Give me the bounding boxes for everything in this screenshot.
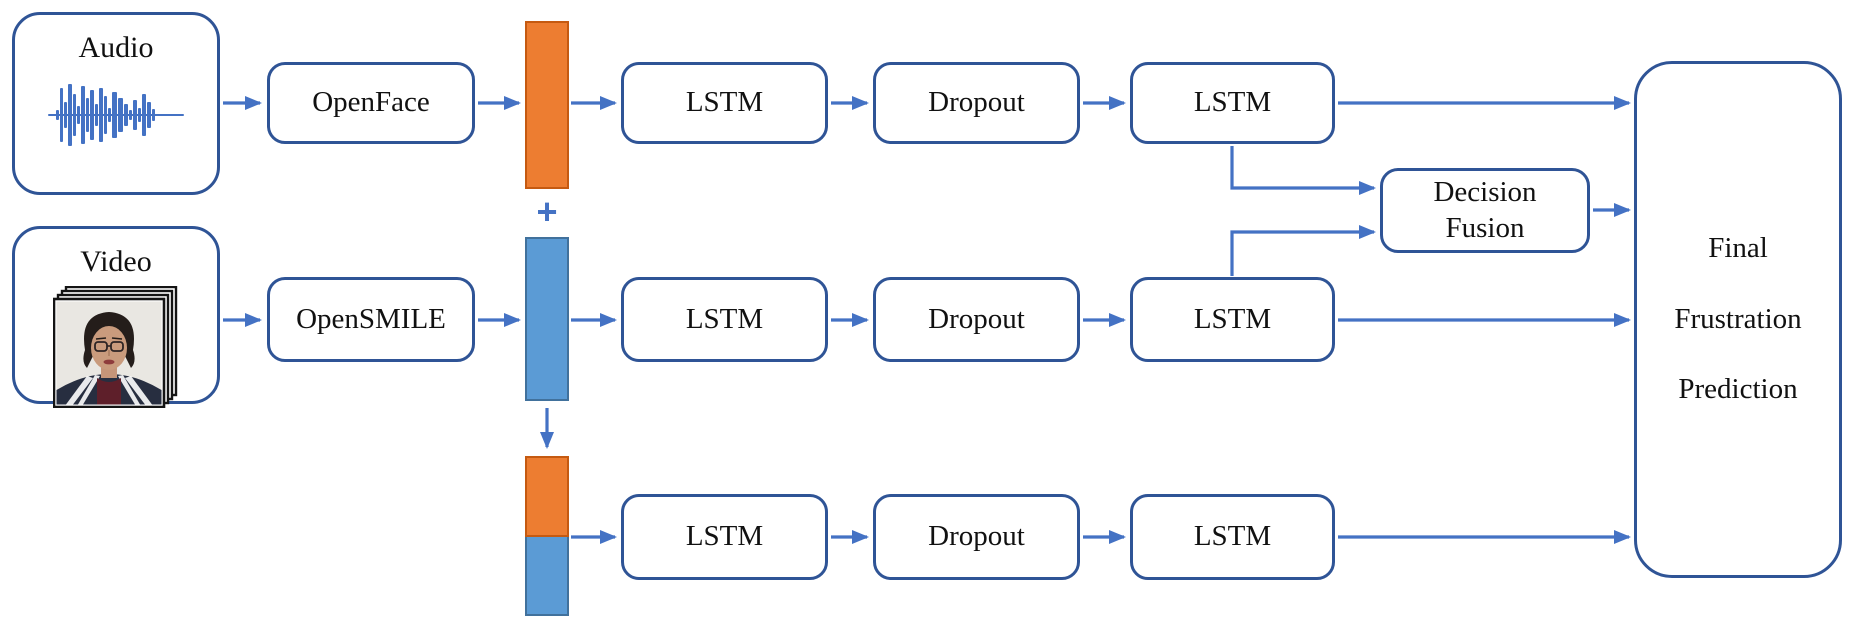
video-branch-lstm2-box: LSTM [1130, 277, 1335, 362]
video-input-box: Video [12, 226, 220, 408]
final-prediction-label-line3: Prediction [1678, 373, 1798, 406]
openface-box: OpenFace [267, 62, 475, 144]
opensmile-label: OpenSMILE [296, 302, 446, 335]
concatenated-bar-orange-segment [525, 456, 569, 537]
video-branch-dropout-label: Dropout [928, 302, 1025, 335]
concatenated-feature-bar [525, 456, 569, 616]
fusion-branch-lstm2-label: LSTM [1193, 520, 1272, 553]
decision-fusion-box: Decision Fusion [1380, 168, 1590, 253]
arrow-lstm-row1-to-decision-fusion [1230, 146, 1376, 195]
audio-branch-dropout-label: Dropout [928, 86, 1025, 119]
audio-branch-dropout-box: Dropout [873, 62, 1080, 144]
video-branch-lstm1-label: LSTM [685, 302, 764, 335]
audio-branch-lstm2-label: LSTM [1193, 86, 1272, 119]
final-prediction-label-line2: Frustration [1674, 302, 1802, 335]
openface-feature-bar [525, 21, 569, 189]
fusion-branch-dropout-box: Dropout [873, 494, 1080, 580]
audio-input-box: Audio [12, 12, 220, 195]
audio-branch-lstm1-label: LSTM [685, 86, 764, 119]
audio-waveform-icon [48, 76, 184, 159]
video-branch-dropout-box: Dropout [873, 277, 1080, 362]
video-branch-lstm1-box: LSTM [621, 277, 828, 362]
decision-fusion-label-line1: Decision [1433, 176, 1537, 209]
audio-branch-lstm1-box: LSTM [621, 62, 828, 144]
openface-label: OpenFace [312, 86, 430, 119]
concat-plus-operator: + [536, 191, 558, 232]
fusion-branch-dropout-label: Dropout [928, 520, 1025, 553]
final-prediction-label-line1: Final [1708, 232, 1768, 265]
audio-label: Audio [78, 31, 154, 64]
decision-fusion-label-line2: Fusion [1445, 211, 1525, 244]
opensmile-box: OpenSMILE [267, 277, 475, 362]
final-prediction-box: Final Frustration Prediction [1634, 61, 1842, 578]
video-branch-lstm2-label: LSTM [1193, 302, 1272, 335]
concatenated-bar-blue-segment [525, 537, 569, 616]
fusion-branch-lstm2-box: LSTM [1130, 494, 1335, 580]
fusion-branch-lstm1-label: LSTM [685, 520, 764, 553]
arrow-lstm-row2-to-decision-fusion [1230, 225, 1376, 276]
fusion-branch-lstm1-box: LSTM [621, 494, 828, 580]
video-label: Video [80, 245, 152, 278]
opensmile-feature-bar [525, 237, 569, 401]
audio-branch-lstm2-box: LSTM [1130, 62, 1335, 144]
video-frames-icon [52, 285, 179, 413]
